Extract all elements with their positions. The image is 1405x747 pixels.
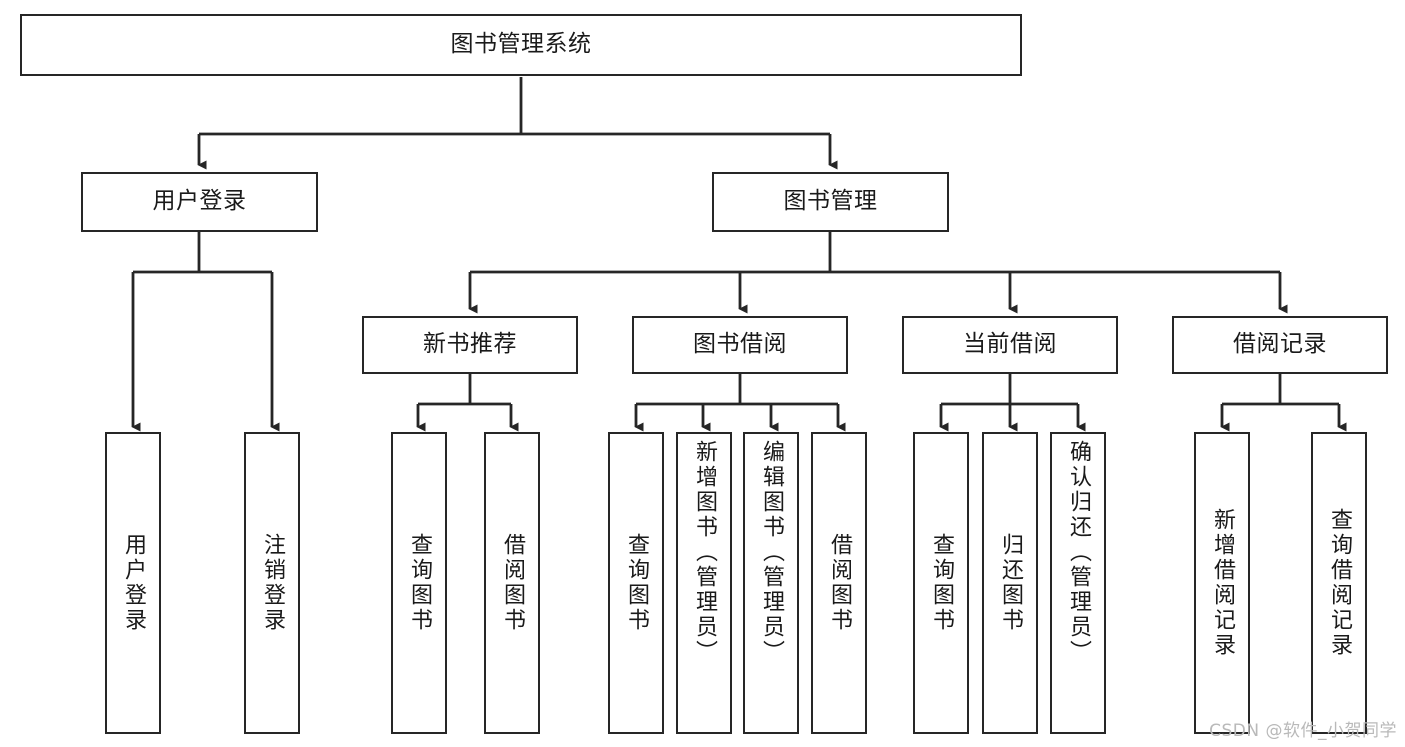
- node-label: 图书借阅: [693, 331, 787, 358]
- node-borrow-record[interactable]: 借阅记录: [1172, 316, 1388, 374]
- node-book-borrow[interactable]: 图书借阅: [632, 316, 848, 374]
- leaf-add-book-admin[interactable]: 新增图书（管理员）: [676, 432, 732, 734]
- leaf-query-book-current[interactable]: 查询图书: [913, 432, 969, 734]
- leaf-user-login[interactable]: 用户登录: [105, 432, 161, 734]
- node-label: 归还图书: [997, 533, 1023, 633]
- node-label: 确认归还（管理员）: [1065, 440, 1091, 665]
- leaf-query-book-borrow[interactable]: 查询图书: [608, 432, 664, 734]
- node-label: 借阅图书: [499, 533, 525, 633]
- node-label: 查询借阅记录: [1326, 508, 1352, 658]
- node-label: 新书推荐: [423, 331, 517, 358]
- node-label: 查询图书: [406, 533, 432, 633]
- leaf-borrow-book-borrow[interactable]: 借阅图书: [811, 432, 867, 734]
- leaf-confirm-return-admin[interactable]: 确认归还（管理员）: [1050, 432, 1106, 734]
- node-label: 查询图书: [928, 533, 954, 633]
- node-label: 用户登录: [120, 533, 146, 633]
- node-user-login[interactable]: 用户登录: [81, 172, 318, 232]
- node-label: 图书管理: [783, 188, 878, 215]
- node-label: 图书管理系统: [450, 31, 592, 58]
- leaf-return-book[interactable]: 归还图书: [982, 432, 1038, 734]
- node-label: 借阅记录: [1233, 331, 1327, 358]
- node-label: 新增借阅记录: [1209, 508, 1235, 658]
- leaf-edit-book-admin[interactable]: 编辑图书（管理员）: [743, 432, 799, 734]
- node-current-borrow[interactable]: 当前借阅: [902, 316, 1118, 374]
- node-label: 当前借阅: [963, 331, 1057, 358]
- leaf-user-logout[interactable]: 注销登录: [244, 432, 300, 734]
- leaf-borrow-book-recommend[interactable]: 借阅图书: [484, 432, 540, 734]
- node-label: 注销登录: [259, 533, 285, 633]
- leaf-add-borrow-record[interactable]: 新增借阅记录: [1194, 432, 1250, 734]
- leaf-query-borrow-record[interactable]: 查询借阅记录: [1311, 432, 1367, 734]
- node-new-book-recommend[interactable]: 新书推荐: [362, 316, 578, 374]
- node-book-management[interactable]: 图书管理: [712, 172, 949, 232]
- node-label: 用户登录: [152, 188, 247, 215]
- leaf-query-book-recommend[interactable]: 查询图书: [391, 432, 447, 734]
- node-label: 查询图书: [623, 533, 649, 633]
- csdn-watermark: CSDN @软件_小贺同学: [1209, 721, 1397, 741]
- node-label: 编辑图书（管理员）: [758, 440, 784, 665]
- node-root-book-management-system[interactable]: 图书管理系统: [20, 14, 1022, 76]
- node-label: 借阅图书: [826, 533, 852, 633]
- node-label: 新增图书（管理员）: [691, 440, 717, 665]
